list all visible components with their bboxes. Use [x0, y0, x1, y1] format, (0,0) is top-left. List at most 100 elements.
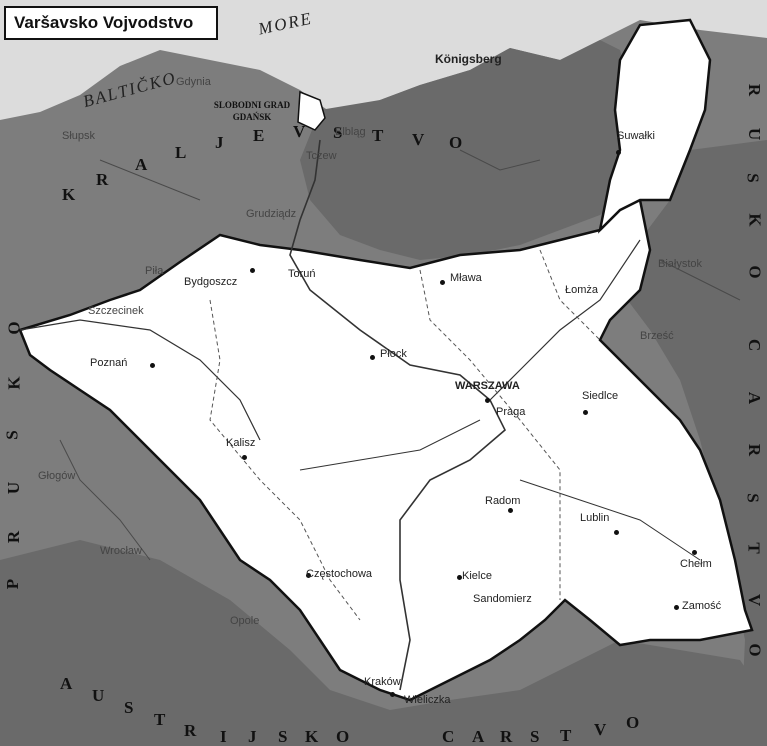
label-sandomierz: Sandomierz [473, 593, 532, 605]
label-brzesc: Brześć [640, 330, 674, 342]
city-dot-kielce [457, 575, 462, 580]
kraljevstvo-letter-10: V [412, 130, 425, 149]
prusko-letter-5: K [4, 376, 24, 390]
city-dot-czestochowa [306, 573, 311, 578]
city-dot-lublin [614, 530, 619, 535]
city-dot-bydgoszcz [250, 268, 255, 273]
label-warszawa: WARSZAWA [455, 380, 520, 392]
label-mlawa: Mława [450, 272, 482, 284]
label-glogow: Głogów [38, 470, 76, 482]
label-radom: Radom [485, 495, 521, 507]
label-opole: Opole [230, 615, 260, 627]
rusko-letter-5: O [745, 265, 765, 279]
label-praga: Praga [496, 406, 526, 418]
carstvo-south-letter-6: V [594, 720, 607, 739]
kraljevstvo-letter-7: V [293, 122, 306, 141]
free-city-line2: GDAŃSK [232, 112, 272, 122]
kraljevstvo-letter-4: L [175, 143, 187, 162]
city-dot-poznan [150, 363, 155, 368]
kraljevstvo-letter-11: O [449, 133, 463, 152]
city-dot-mlawa [440, 280, 445, 285]
city-dot-kalisz [242, 455, 247, 460]
label-gdynia: Gdynia [176, 76, 211, 88]
city-dot-siedlce [583, 410, 588, 415]
russia-east [620, 140, 767, 746]
label-wroclaw: Wrocław [100, 545, 142, 557]
label-szczecinek: Szczecinek [88, 305, 144, 317]
austrijsko-letter-5: R [184, 721, 197, 740]
label-elblag: Elbląg [335, 126, 366, 138]
wieprz-river [519, 479, 701, 561]
label-zamosc: Zamość [682, 600, 722, 612]
prusko-letter-4: S [2, 430, 22, 440]
carstvo-south-letter-7: O [626, 713, 640, 732]
carstvo-east-letter-4: S [743, 493, 763, 503]
label-torun: Toruń [288, 268, 316, 280]
label-bialystok: Białystok [658, 258, 703, 270]
label-poznan: Poznań [90, 357, 128, 369]
city-dot-krakow [390, 692, 395, 697]
internal-border-1 [209, 299, 361, 621]
bug-river [489, 239, 641, 401]
austrijsko-letter-8: S [278, 727, 288, 746]
internal-border-3 [539, 249, 601, 341]
label-plock: Płock [380, 348, 407, 360]
austria-south [0, 540, 767, 746]
carstvo-east-letter-7: O [745, 643, 765, 657]
label-lublin: Lublin [580, 512, 610, 524]
carstvo-south-letter-3: R [500, 727, 513, 746]
rusko-letter-1: R [745, 83, 765, 97]
free-city-gdansk [297, 90, 326, 131]
kraljevstvo-letter-6: E [253, 126, 265, 145]
label-krakow: Kraków [364, 676, 401, 688]
prusko-letter-6: O [4, 321, 24, 335]
label-grudziadz: Grudziądz [246, 208, 297, 220]
free-city-label: SLOBODNI GRAD GDAŃSK [198, 99, 306, 123]
label-czestochowa: Częstochowa [306, 568, 373, 580]
austrijsko-letter-2: U [92, 686, 105, 705]
city-dot-plock [370, 355, 375, 360]
kraljevstvo-letter-8: S [333, 123, 343, 142]
austrijsko-letter-10: O [336, 727, 350, 746]
label-kalisz: Kalisz [226, 437, 256, 449]
city-dot-chelm [692, 550, 697, 555]
suwalki-lobe [597, 18, 712, 234]
rusko-letter-4: K [745, 213, 765, 227]
prusko-letter-2: R [4, 530, 24, 544]
duchy-of-warsaw [18, 198, 754, 702]
austrijsko-letter-6: I [220, 727, 227, 746]
carstvo-east-letter-5: T [744, 542, 764, 554]
label-suwalki: Suwałki [617, 130, 655, 142]
austrijsko-letter-1: A [60, 674, 73, 693]
carstvo-east-letter-6: V [745, 593, 765, 607]
carstvo-south-letter-1: C [442, 727, 455, 746]
kraljevstvo-letter-5: J [215, 133, 224, 152]
label-slupsk: Słupsk [62, 130, 96, 142]
rusko-letter-2: U [745, 127, 765, 141]
label-wieliczka: Wieliczka [404, 694, 451, 706]
prusko-letter-3: U [4, 481, 24, 495]
label-chelm: Chełm [680, 558, 712, 570]
pilica-river [299, 419, 481, 471]
carstvo-south-letter-2: A [472, 727, 485, 746]
foreign-rivers [59, 149, 741, 561]
label-tczew: Tczew [306, 150, 337, 162]
city-dot-suwalki [616, 150, 621, 155]
warta-river [19, 319, 261, 441]
rusko-letter-3: S [743, 173, 763, 183]
label-lomza: Łomża [565, 284, 599, 296]
city-dot-radom [508, 508, 513, 513]
kraljevstvo-letter-3: A [135, 155, 148, 174]
kraljevstvo-letter-1: K [62, 185, 76, 204]
carstvo-south-letter-4: S [530, 727, 540, 746]
map-title: Varšavsko Vojvodstvo [4, 6, 218, 40]
city-dot-warszawa [485, 398, 490, 403]
carstvo-east-letter-2: A [745, 391, 765, 405]
vistula-river [289, 139, 506, 691]
austrijsko-letter-9: K [305, 727, 319, 746]
carstvo-south-letter-5: T [560, 726, 572, 745]
label-konigsberg: Königsberg [435, 52, 502, 66]
label-siedlce: Siedlce [582, 390, 619, 402]
city-dot-zamosc [674, 605, 679, 610]
